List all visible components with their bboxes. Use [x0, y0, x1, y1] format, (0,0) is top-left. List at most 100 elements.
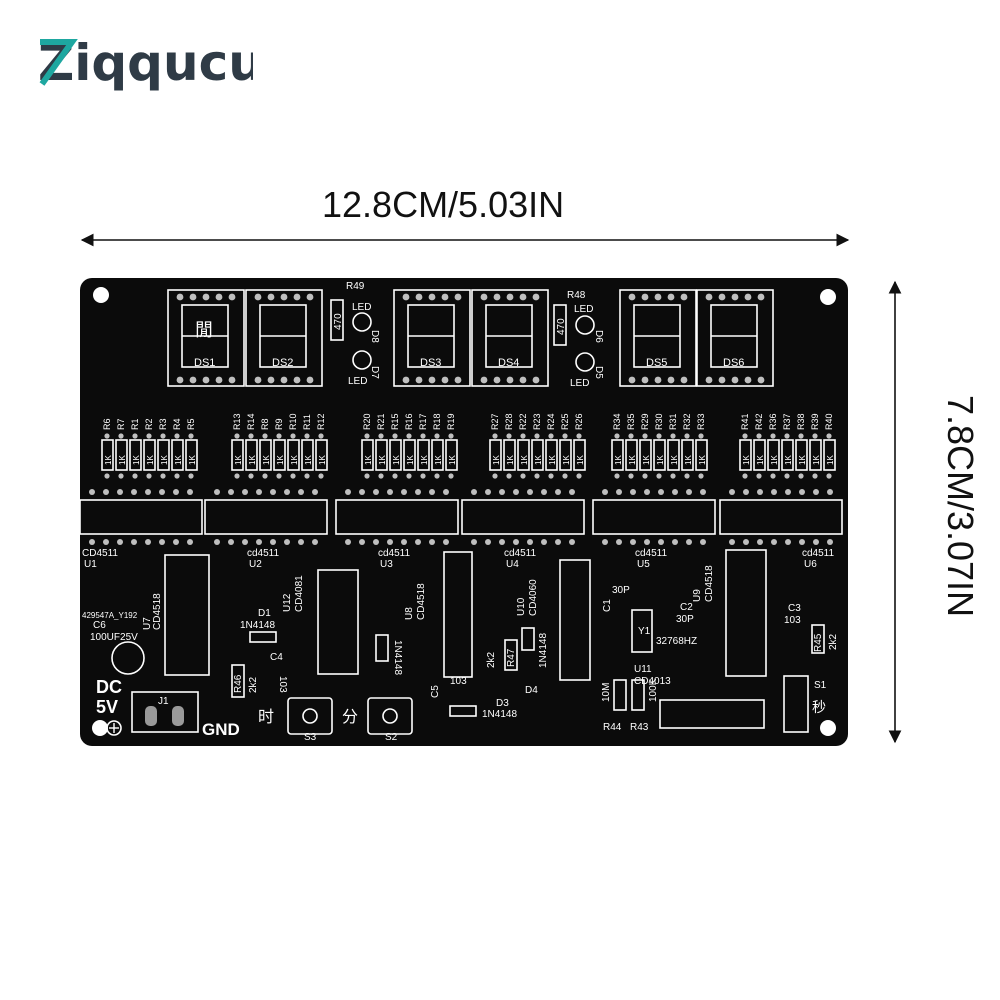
r45-value: 2k2 [828, 633, 839, 650]
u9-ref: U9 [692, 589, 703, 602]
resistor-pad [520, 433, 526, 439]
c1-value: 30P [612, 585, 630, 596]
d7-label: D7 [369, 366, 380, 379]
seven-segment-display: DS6 [696, 289, 774, 387]
resistor-pad [448, 433, 454, 439]
chip-type-label: cd4511 [504, 548, 537, 559]
resistor-pad [614, 433, 620, 439]
resistor [403, 439, 416, 471]
chip-type-label: cd4511 [378, 548, 411, 559]
resistor-pad [576, 473, 582, 479]
chip-pin [145, 489, 151, 495]
resistor-value: 1K [406, 455, 415, 465]
resistor-pad [248, 433, 254, 439]
s1-label: S1 [814, 680, 827, 691]
r43-resistor [631, 679, 645, 711]
chip-pin [630, 539, 636, 545]
resistor-ref-label: R15 [390, 413, 400, 430]
resistor-pad [492, 473, 498, 479]
chip-pin [813, 539, 819, 545]
plus-symbol [106, 720, 122, 736]
chip-pin [827, 539, 833, 545]
display-outline [393, 289, 471, 387]
display-pin [493, 293, 501, 301]
resistor-pad [770, 473, 776, 479]
resistor-value: 1K [770, 455, 779, 465]
chip-type-label: CD4511 [82, 548, 118, 559]
display-pin [215, 376, 223, 384]
d6-label: D6 [593, 330, 604, 343]
chip-pin [345, 539, 351, 545]
resistor-ref-label: R20 [362, 413, 372, 430]
display-pin [667, 293, 675, 301]
resistor-ref-label: R28 [504, 413, 514, 430]
chip-pin [415, 489, 421, 495]
resistor-ref-label: R42 [754, 413, 764, 430]
display-label: DS3 [420, 357, 441, 369]
resistor-value: 1K [628, 455, 637, 465]
chip-pin [771, 489, 777, 495]
chip-pin [541, 539, 547, 545]
c6-label: C6 [93, 620, 106, 631]
resistor-pad [304, 433, 310, 439]
resistor [517, 439, 530, 471]
resistor [573, 439, 586, 471]
r47-resistor [504, 639, 518, 671]
chip-pin [373, 489, 379, 495]
chip-pin [827, 489, 833, 495]
resistor [559, 439, 572, 471]
resistor [767, 439, 780, 471]
resistor [531, 439, 544, 471]
display-pin [654, 376, 662, 384]
c5-value: 103 [450, 676, 467, 687]
resistor-value: 1K [378, 455, 387, 465]
resistor-value: 1K [614, 455, 623, 465]
resistor-pad [276, 433, 282, 439]
u8-ref: U8 [404, 607, 415, 620]
seven-segment-display: DS3 [393, 289, 471, 387]
display-pin [415, 376, 423, 384]
display-outline [619, 289, 697, 387]
j1-label: J1 [158, 696, 169, 707]
resistor-ref-label: R22 [518, 413, 528, 430]
u7-type: CD4518 [152, 593, 163, 630]
chip-pin [270, 489, 276, 495]
resistor [809, 439, 822, 471]
chip-pin [312, 539, 318, 545]
second-char: 秒 [812, 699, 826, 715]
chip-pin [729, 489, 735, 495]
chip-type-label: cd4511 [635, 548, 668, 559]
resistor-pad [770, 433, 776, 439]
resistor-pad [146, 433, 152, 439]
chip-pin [173, 539, 179, 545]
display-outline [167, 289, 245, 387]
y1-label: Y1 [638, 626, 651, 637]
resistor-value: 1K [188, 455, 197, 465]
resistor-value: 1K [684, 455, 693, 465]
display-pin [667, 376, 675, 384]
chip-pin [270, 539, 276, 545]
resistor [653, 439, 666, 471]
resistor-value: 1K [812, 455, 821, 465]
d2-value: 1N4148 [392, 640, 403, 675]
resistor-value: 1K [798, 455, 807, 465]
resistor-ref-label: R36 [768, 413, 778, 430]
resistor-pad [548, 473, 554, 479]
resistor-pad [826, 473, 832, 479]
pcb-board [80, 278, 848, 746]
resistor-pad [562, 433, 568, 439]
resistor-pad [642, 433, 648, 439]
c4-label: C4 [270, 652, 283, 663]
resistor [361, 439, 374, 471]
resistor-ref-label: R9 [274, 418, 284, 430]
r47-value: 2k2 [486, 651, 497, 668]
r49-value: 470 [333, 313, 344, 330]
resistor [375, 439, 388, 471]
resistor-pad [534, 433, 540, 439]
display-pin [519, 293, 527, 301]
